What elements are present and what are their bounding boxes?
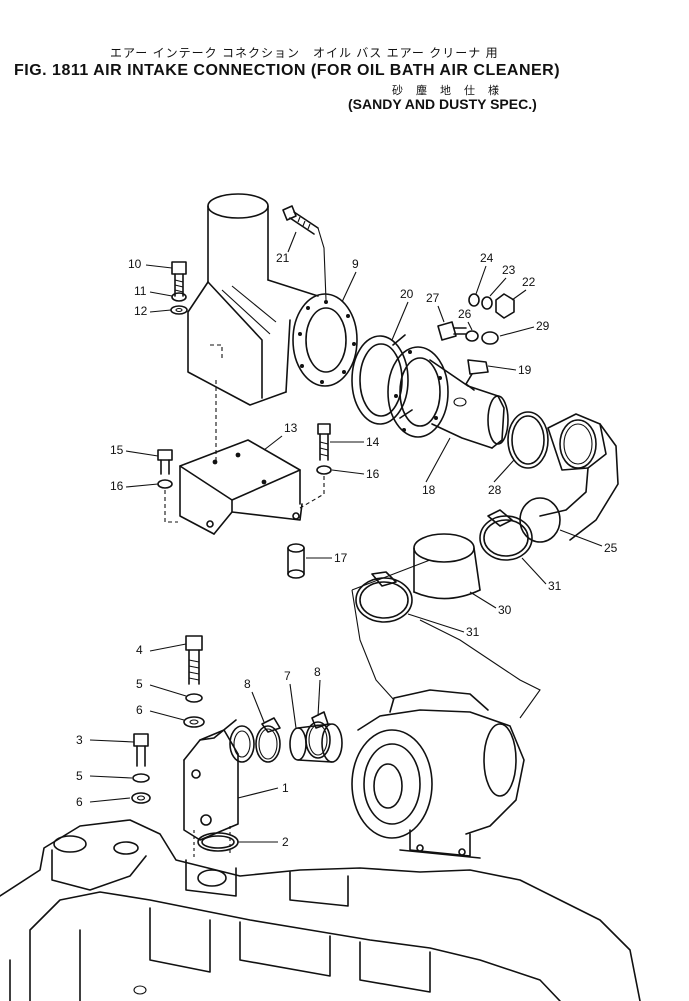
leader-lines bbox=[317, 227, 541, 719]
o-ring-2 bbox=[197, 832, 239, 852]
label-9: 9 bbox=[352, 257, 359, 271]
bolt-14 bbox=[299, 423, 332, 509]
label-12: 12 bbox=[134, 304, 148, 318]
japanese-subtitle: 砂 塵 地 仕 様 bbox=[392, 85, 500, 97]
label-1: 1 bbox=[282, 781, 289, 795]
hose-30 bbox=[413, 533, 481, 600]
label-16-left: 16 bbox=[110, 479, 124, 493]
label-5-upper: 5 bbox=[136, 677, 143, 691]
turbocharger bbox=[351, 689, 525, 859]
hose-fittings bbox=[437, 293, 515, 391]
bolt-21 bbox=[282, 205, 319, 235]
label-31-upper: 31 bbox=[548, 579, 562, 593]
figure-subtitle: (SANDY AND DUSTY SPEC.) bbox=[348, 96, 537, 112]
figure-title: FIG. 1811 AIR INTAKE CONNECTION (FOR OIL… bbox=[14, 62, 561, 79]
label-21: 21 bbox=[276, 251, 290, 265]
label-24: 24 bbox=[480, 251, 494, 265]
intake-elbow-18 bbox=[387, 346, 509, 449]
bolt-3 bbox=[131, 733, 151, 804]
label-8-left: 8 bbox=[244, 677, 251, 691]
support-bracket-13 bbox=[179, 439, 303, 535]
label-30: 30 bbox=[498, 603, 512, 617]
label-11: 11 bbox=[134, 284, 147, 298]
elbow-25 bbox=[519, 413, 619, 543]
label-31-lower: 31 bbox=[466, 625, 480, 639]
air-cleaner-housing bbox=[187, 193, 358, 406]
label-23: 23 bbox=[502, 263, 516, 277]
label-22: 22 bbox=[522, 275, 536, 289]
elbow-1 bbox=[183, 719, 255, 860]
hose-clamp-31-lower bbox=[355, 571, 413, 623]
japanese-title: エアー インテーク コネクション オイル バス エアー クリーナ 用 bbox=[110, 46, 499, 60]
label-4: 4 bbox=[136, 643, 143, 657]
label-16-right: 16 bbox=[366, 467, 380, 481]
label-3: 3 bbox=[76, 733, 83, 747]
label-8-right: 8 bbox=[314, 665, 321, 679]
label-7: 7 bbox=[284, 669, 291, 683]
label-2: 2 bbox=[282, 835, 289, 849]
hose-clamp-31-upper bbox=[479, 509, 533, 561]
label-6-lower: 6 bbox=[76, 795, 83, 809]
label-19: 19 bbox=[518, 363, 532, 377]
hose-clamp-8-left bbox=[255, 717, 281, 763]
label-10: 10 bbox=[128, 257, 142, 271]
label-28: 28 bbox=[488, 483, 502, 497]
label-17: 17 bbox=[334, 551, 348, 565]
bolt-15 bbox=[157, 449, 178, 523]
engine-block bbox=[0, 819, 641, 1001]
label-6-upper: 6 bbox=[136, 703, 143, 717]
bolt-4 bbox=[183, 635, 205, 728]
label-18: 18 bbox=[422, 483, 436, 497]
label-14: 14 bbox=[366, 435, 380, 449]
label-27: 27 bbox=[426, 291, 440, 305]
label-5-lower: 5 bbox=[76, 769, 83, 783]
label-20: 20 bbox=[400, 287, 414, 301]
hose-7 bbox=[289, 723, 343, 763]
hose-clamp-8-right bbox=[305, 711, 331, 759]
bolt-10 bbox=[170, 261, 188, 315]
label-25: 25 bbox=[604, 541, 618, 555]
o-ring-28 bbox=[507, 411, 549, 469]
label-26: 26 bbox=[458, 307, 472, 321]
label-29: 29 bbox=[536, 319, 550, 333]
part-callouts: 10 11 12 21 9 20 24 23 22 27 26 29 19 bbox=[76, 231, 618, 849]
label-13: 13 bbox=[284, 421, 298, 435]
spacer-17 bbox=[287, 543, 305, 579]
label-15: 15 bbox=[110, 443, 124, 457]
